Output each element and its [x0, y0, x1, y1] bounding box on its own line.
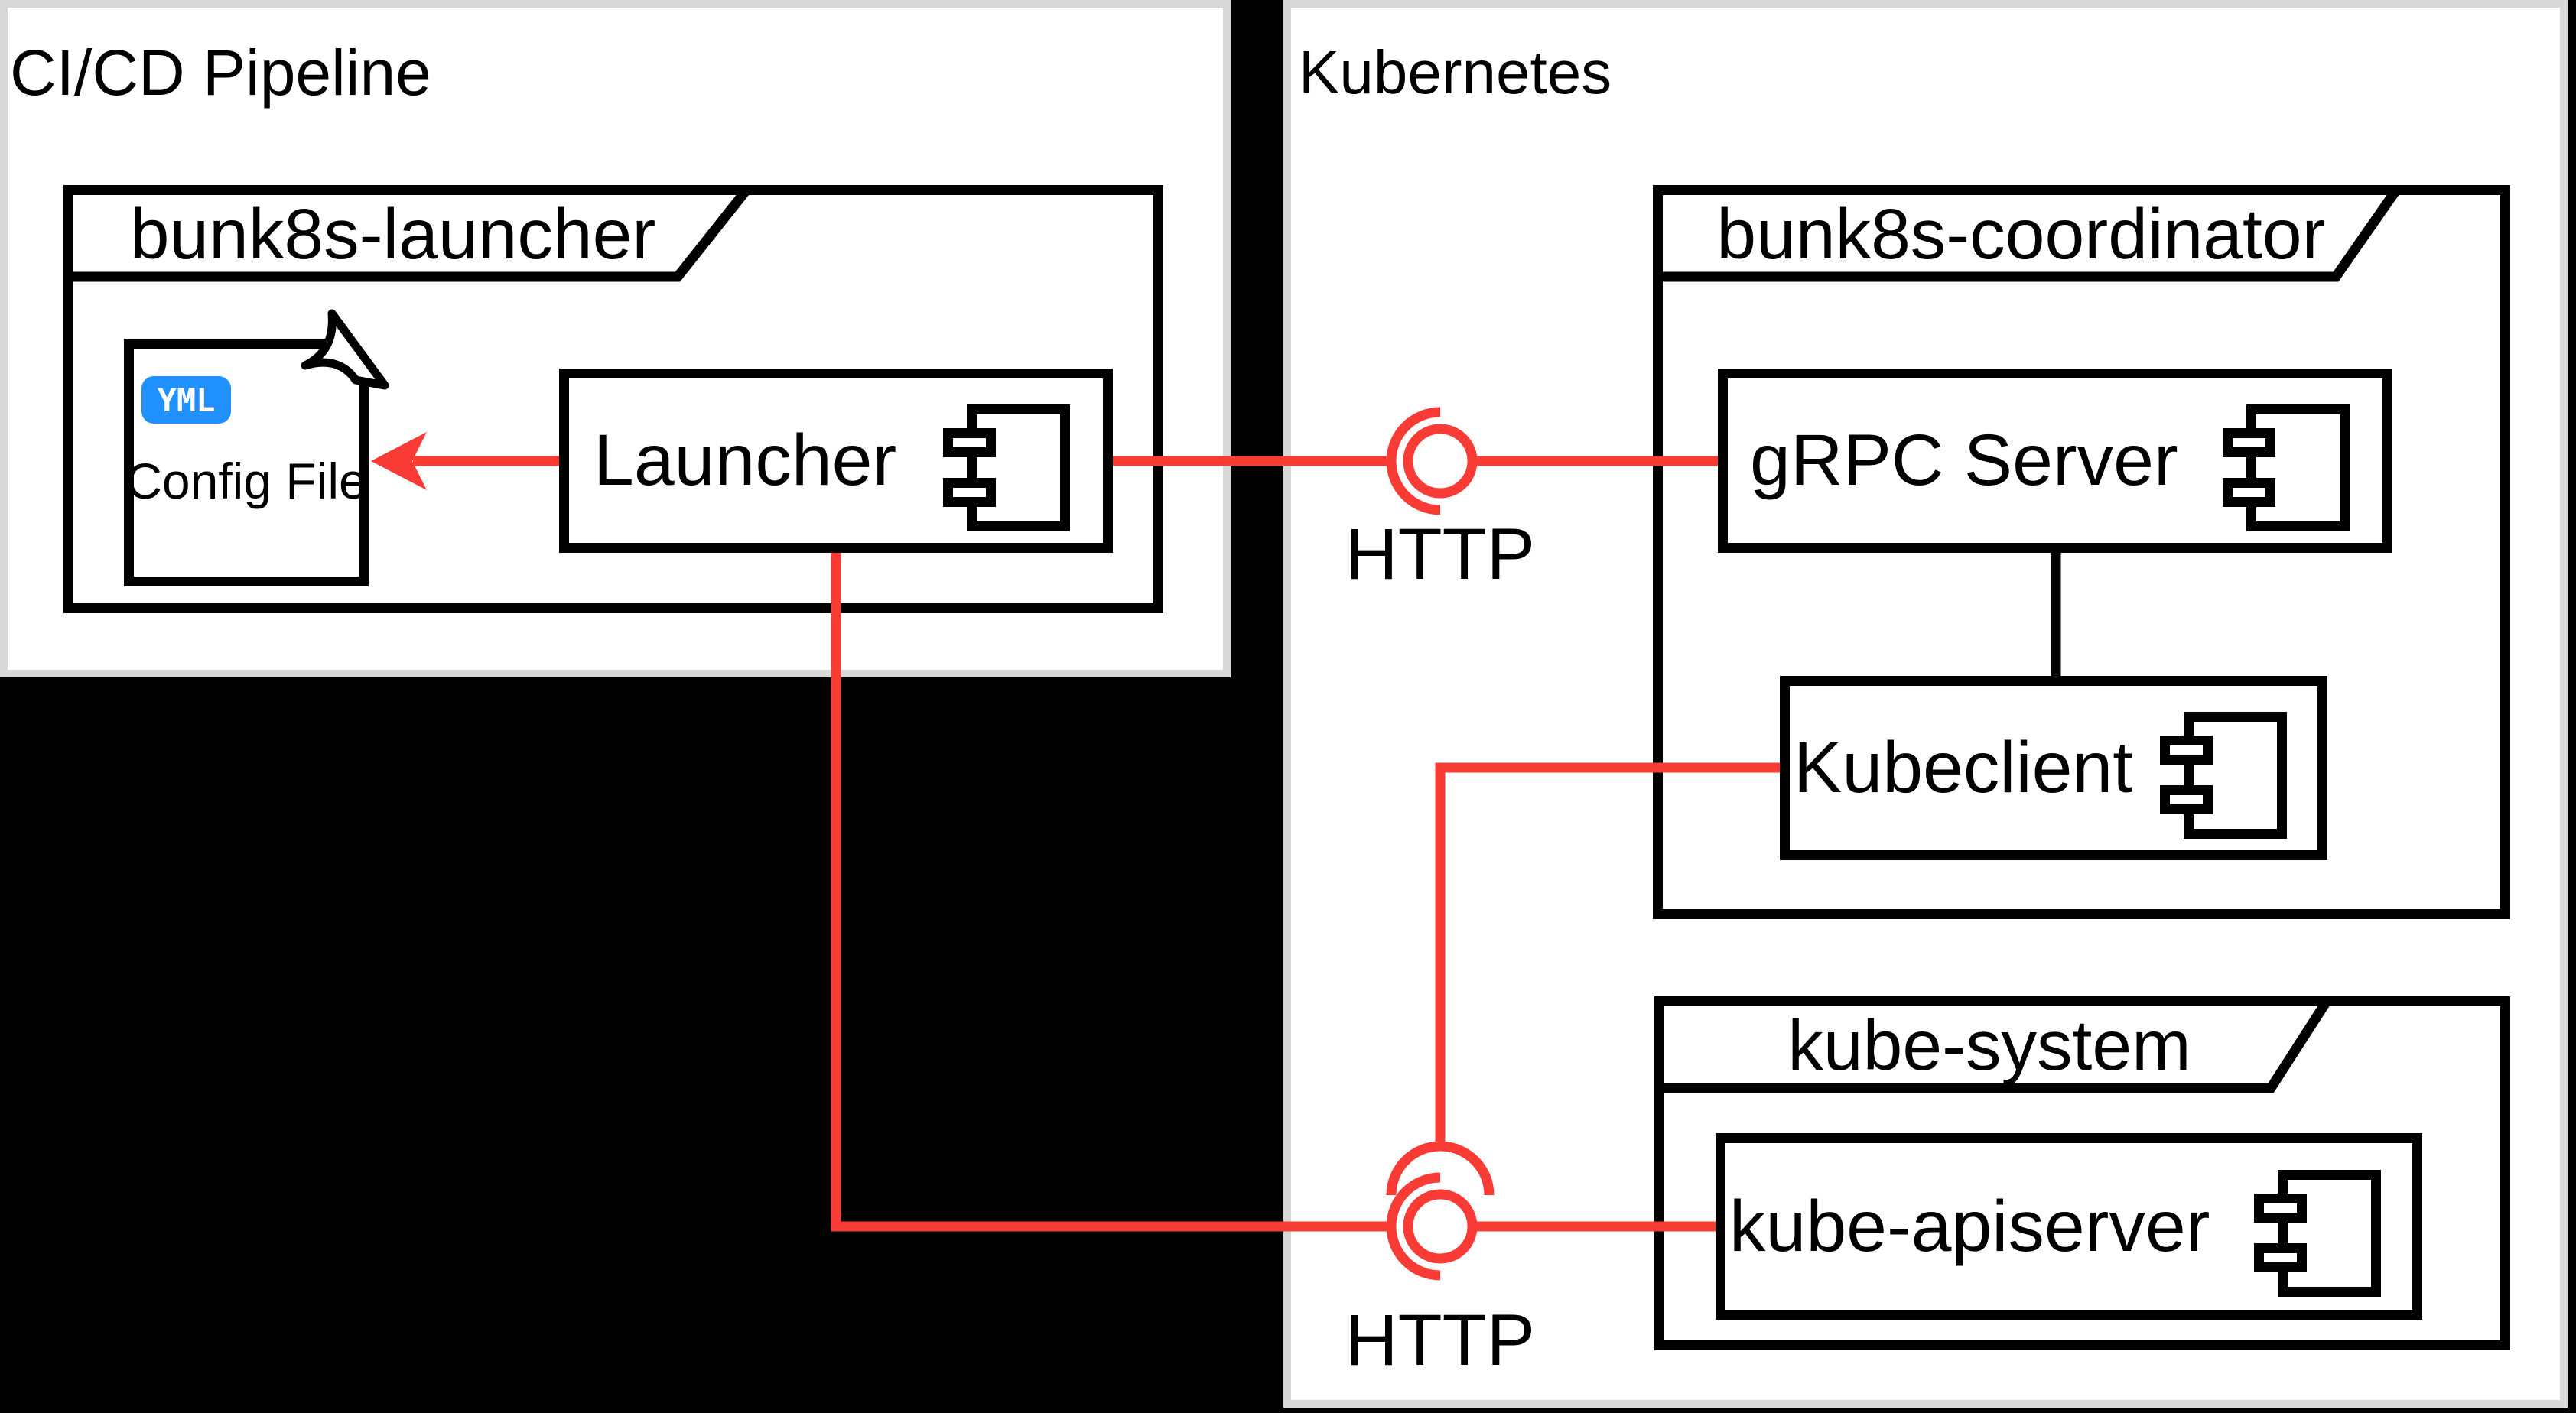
http-bottom-label: HTTP [1345, 1300, 1536, 1381]
config-file-label: Config File [125, 453, 367, 509]
arrowhead-icon [371, 432, 427, 490]
kubernetes-panel-title: Kubernetes [1299, 38, 1612, 106]
component-icon [2223, 404, 2350, 531]
yml-badge: YML [141, 376, 231, 424]
http-top-ball-socket-icon [1386, 407, 1478, 515]
cicd-panel-title: CI/CD Pipeline [10, 37, 431, 109]
component-icon [2254, 1170, 2381, 1297]
package-label-bunk8s-coordinator: bunk8s-coordinator [1716, 193, 2326, 274]
component-kube-apiserver: kube-apiserver [1716, 1133, 2422, 1320]
component-kubeclient: Kubeclient [1780, 676, 2327, 860]
package-label-bunk8s-launcher: bunk8s-launcher [129, 193, 656, 274]
http-bottom-ball-socket-icon [1386, 1141, 1495, 1281]
arrow-launcher-to-configfile [371, 432, 559, 490]
component-label: kube-apiserver [1729, 1185, 2210, 1267]
component-label: Kubeclient [1794, 727, 2133, 808]
component-icon [2160, 711, 2287, 839]
package-label-kube-system: kube-system [1787, 1005, 2191, 1085]
page-fold-icon [301, 309, 389, 390]
component-launcher: Launcher [559, 369, 1113, 553]
config-file-artifact [124, 309, 389, 586]
line-kubeclient-to-http-bottom [1435, 762, 1780, 1147]
component-icon [943, 404, 1070, 531]
component-label: Launcher [594, 420, 897, 501]
http-top-label: HTTP [1345, 514, 1536, 595]
component-label: gRPC Server [1750, 420, 2178, 501]
component-grpc-server: gRPC Server [1718, 369, 2392, 553]
line-launcher-to-http-bottom [831, 553, 1390, 1232]
